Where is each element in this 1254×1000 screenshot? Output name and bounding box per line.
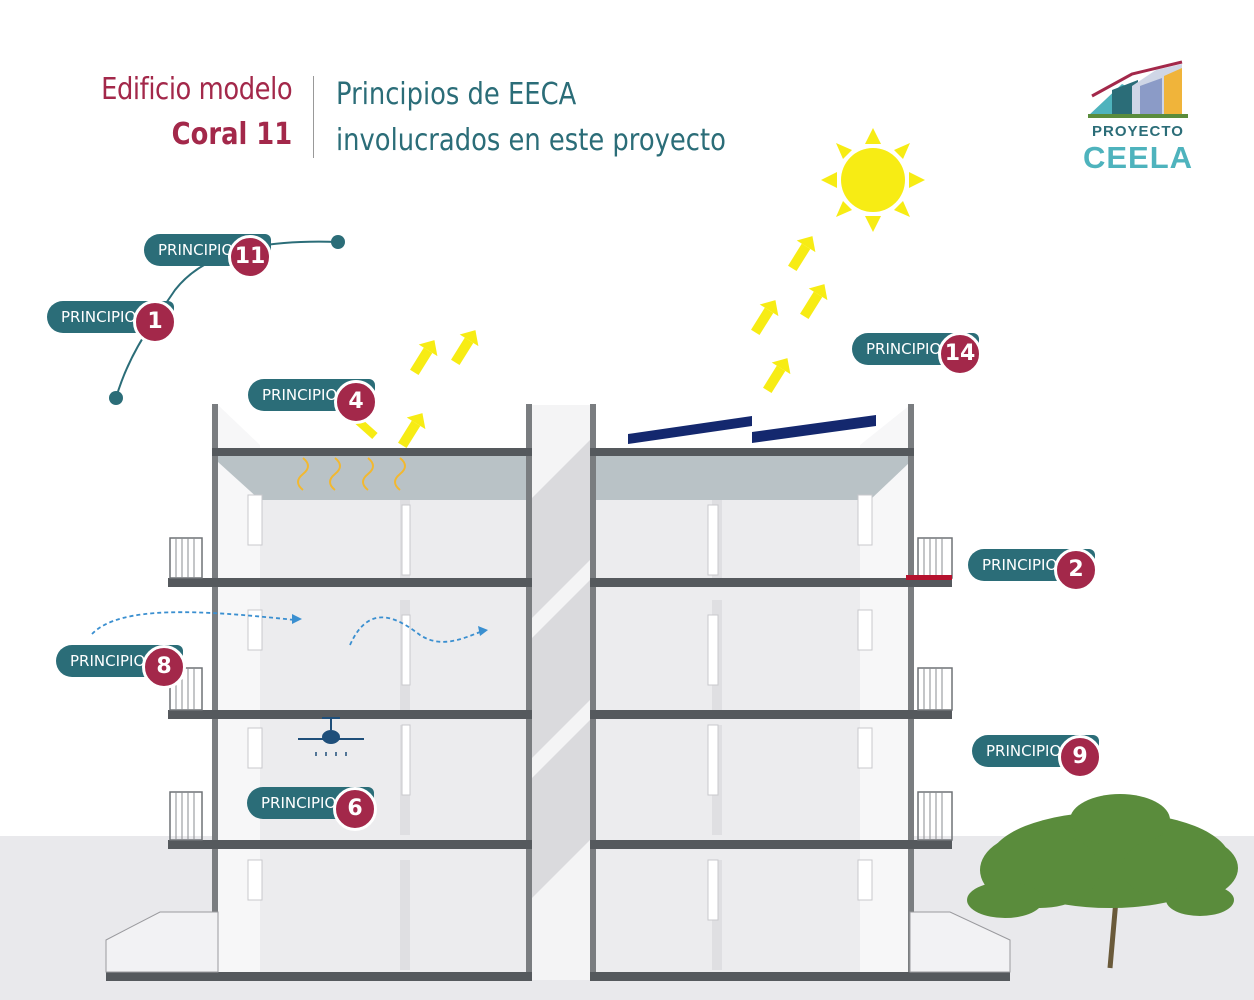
- principle-label: PRINCIPIO: [262, 386, 338, 404]
- heat-waves: [297, 457, 406, 491]
- roof-slab-left: [218, 450, 528, 500]
- principle-2-marker: [906, 575, 952, 580]
- title-divider: [313, 76, 314, 158]
- logo-text-line2: CEELA: [1082, 140, 1194, 175]
- principle-14-number: 14: [938, 332, 982, 376]
- principle-label: PRINCIPIO: [70, 652, 146, 670]
- principle-1-number: 1: [133, 300, 177, 344]
- sun-icon: [821, 128, 925, 232]
- building-title: Edificio modelo Coral 11: [70, 72, 293, 152]
- ceiling-fan-icon: [298, 717, 364, 756]
- principles-title-line2: involucrados en este proyecto: [336, 123, 726, 158]
- principle-2-number: 2: [1054, 548, 1098, 592]
- principles-title: Principios de EECA involucrados en este …: [336, 72, 726, 164]
- building-title-line1: Edificio modelo: [100, 72, 293, 107]
- ceela-logo-icon: [1088, 60, 1188, 118]
- roof-slab-right: [596, 450, 910, 500]
- curve-line: [115, 240, 339, 399]
- logo-text-line1: PROYECTO: [1092, 123, 1184, 140]
- principles-title-line1: Principios de EECA: [336, 77, 577, 112]
- principle-11-number: 11: [228, 235, 272, 279]
- principle-label: PRINCIPIO: [986, 742, 1062, 760]
- principle-label: PRINCIPIO: [261, 794, 337, 812]
- principle-4-number: 4: [334, 380, 378, 424]
- principle-6-number: 6: [333, 787, 377, 831]
- principle-label: PRINCIPIO: [866, 340, 942, 358]
- principle-9-number: 9: [1058, 735, 1102, 779]
- solar-panel: [752, 415, 876, 443]
- solar-panel: [628, 416, 752, 444]
- airflow-arrows: [91, 611, 481, 646]
- principle-label: PRINCIPIO: [158, 241, 234, 259]
- principle-label: PRINCIPIO: [61, 308, 137, 326]
- tree-illustration: [967, 794, 1238, 969]
- building-title-line2: Coral 11: [171, 117, 292, 152]
- principle-label: PRINCIPIO: [982, 556, 1058, 574]
- principle-8-number: 8: [142, 645, 186, 689]
